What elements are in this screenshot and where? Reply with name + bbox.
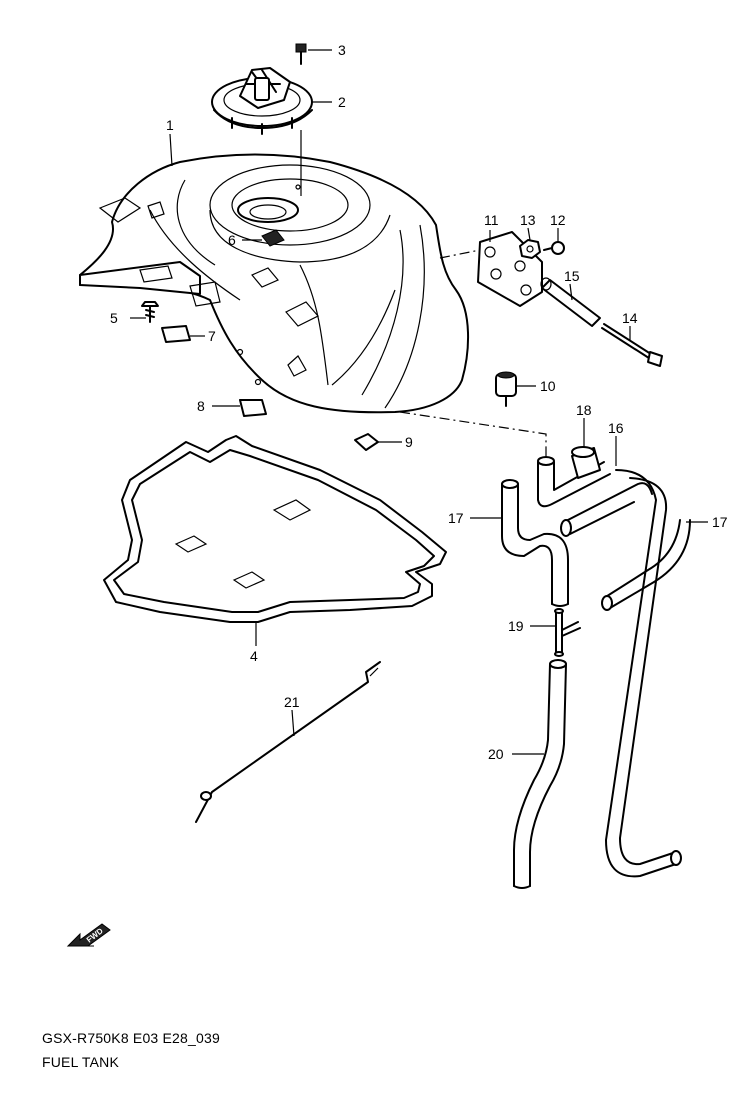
clamp-part[interactable] xyxy=(239,399,267,417)
tank-seal-part[interactable] xyxy=(103,435,447,623)
screw-part[interactable] xyxy=(141,301,159,323)
callout-7: 7 xyxy=(208,328,216,344)
callout-9: 9 xyxy=(405,434,413,450)
fuel-cap-part[interactable] xyxy=(211,67,313,135)
clip-part[interactable] xyxy=(354,433,379,451)
callout-12: 12 xyxy=(550,212,566,228)
callout-21: 21 xyxy=(284,694,300,710)
callout-13: 13 xyxy=(520,212,536,228)
callout-labels: 1 3 2 6 5 7 8 9 10 11 13 12 15 14 18 16 … xyxy=(110,42,728,762)
callout-8: 8 xyxy=(197,398,205,414)
callout-19: 19 xyxy=(508,618,524,634)
cap-screw-part[interactable] xyxy=(295,43,307,65)
diagram-title: FUEL TANK xyxy=(42,1054,120,1070)
sleeve-part[interactable] xyxy=(571,446,601,479)
callout-6: 6 xyxy=(228,232,236,248)
damper-part[interactable] xyxy=(495,371,517,407)
prop-rod-part[interactable] xyxy=(195,661,381,823)
hose-17-left-part[interactable] xyxy=(501,479,569,607)
callout-3: 3 xyxy=(338,42,346,58)
hose-17-right-part[interactable] xyxy=(601,519,691,611)
callout-16: 16 xyxy=(608,420,624,436)
callout-20: 20 xyxy=(488,746,504,762)
drain-hose-part[interactable] xyxy=(605,469,682,878)
t-joint-part[interactable] xyxy=(554,608,581,657)
callout-14: 14 xyxy=(622,310,638,326)
callout-1: 1 xyxy=(166,117,174,133)
callout-10: 10 xyxy=(540,378,556,394)
forward-arrow-icon: FWD xyxy=(66,923,111,947)
leader-lines xyxy=(130,49,708,755)
long-bolt-part[interactable] xyxy=(601,323,663,367)
callout-17-left: 17 xyxy=(448,510,464,526)
callout-4: 4 xyxy=(250,648,258,664)
callout-15: 15 xyxy=(564,268,580,284)
collar-part[interactable] xyxy=(540,277,601,327)
nut-part[interactable] xyxy=(519,239,541,259)
callout-17-right: 17 xyxy=(712,514,728,530)
callout-18: 18 xyxy=(576,402,592,418)
callout-11: 11 xyxy=(484,212,499,228)
pad-part[interactable] xyxy=(261,229,285,247)
cushion-part[interactable] xyxy=(161,325,191,343)
diagram-code: GSX-R750K8 E03 E28_039 xyxy=(42,1030,220,1046)
callout-2: 2 xyxy=(338,94,346,110)
bolt-part[interactable] xyxy=(543,241,565,255)
hose-20-part[interactable] xyxy=(513,659,567,889)
fuel-tank-part[interactable] xyxy=(79,153,469,414)
callout-5: 5 xyxy=(110,310,118,326)
